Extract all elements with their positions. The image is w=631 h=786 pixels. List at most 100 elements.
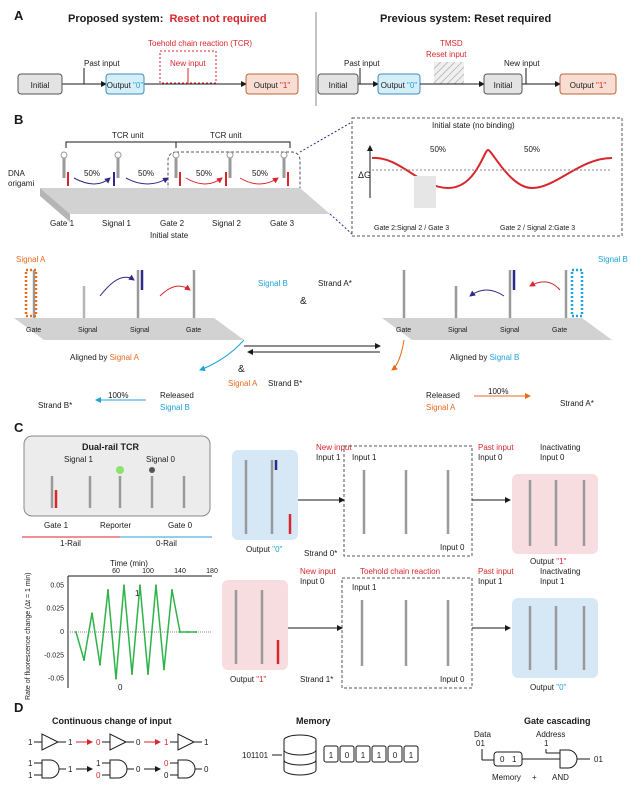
svg-text:Released: Released (160, 391, 194, 400)
svg-text:New input: New input (300, 567, 336, 576)
initial-label: Initial (31, 81, 50, 90)
memory-cell (371, 745, 387, 763)
memory-cell (339, 745, 355, 763)
svg-text:0: 0 (500, 755, 505, 764)
signal-b-label: Signal B (258, 279, 288, 288)
output0-label: Output "0" (107, 81, 144, 90)
energy-box (351, 117, 623, 237)
gs-right-label: Gate 2 / Signal 2:Gate 3 (500, 225, 575, 232)
gs-left-label: Gate 2:Signal 2 / Gate 3 (374, 225, 449, 232)
svg-text:50%: 50% (524, 145, 540, 154)
svg-text:Signal A: Signal A (228, 379, 258, 388)
past-input-label: Past input (84, 59, 120, 68)
y-tick-label-3: -0.025 (44, 652, 64, 659)
chart-annotation-0: 0 (118, 683, 123, 692)
pct-50-4: 50% (252, 169, 268, 178)
x-tick-label-2: 140 (174, 568, 186, 575)
memory-bit-label: 1 (329, 751, 334, 760)
pct-50-1: 50% (84, 169, 100, 178)
memory-bit-label: 1 (409, 751, 414, 760)
chart-point-12 (171, 589, 173, 591)
chart-point-15 (195, 631, 197, 633)
chart-point-7 (131, 673, 133, 675)
svg-text:Inactivating: Inactivating (540, 443, 580, 452)
hairpin-gate3 (280, 151, 289, 186)
svg-text:Input 0: Input 0 (440, 675, 465, 684)
panel-a: A Proposed system: Reset not required To… (14, 8, 617, 106)
chart-xlabel: Time (min) (110, 559, 148, 568)
svg-text:1: 1 (544, 739, 549, 748)
memory-bit-label: 0 (393, 751, 398, 760)
memory-bit-label: 0 (345, 751, 350, 760)
svg-text:0: 0 (96, 738, 101, 747)
left-title: Proposed system: Reset not required (68, 13, 267, 25)
svg-text:Released: Released (426, 391, 460, 400)
svg-text:Inactivating: Inactivating (540, 567, 580, 576)
initial-box (17, 73, 63, 95)
gate-label-4: Signal 2 (212, 219, 241, 228)
panel-b: B TCR unit TCR unit DNA origami 50% 50% … (8, 112, 628, 412)
svg-text:0: 0 (96, 771, 101, 780)
new-input-label-2: New input (504, 59, 540, 68)
x-tick-label-3: 180 (206, 568, 218, 575)
y-tick-label-1: 0.025 (46, 606, 64, 613)
chart-point-11 (163, 668, 165, 671)
svg-text:1: 1 (96, 759, 101, 768)
strand-b-star-released: Strand B* (38, 401, 72, 410)
chart-point-0 (75, 631, 77, 633)
dna-origami-label: DNA (8, 169, 26, 178)
svg-text:Signal: Signal (500, 327, 520, 334)
delta-g-label: ΔG (358, 170, 371, 180)
svg-text:Continuous change of input: Continuous change of input (52, 716, 171, 726)
svg-text:Output "1": Output "1" (570, 81, 607, 90)
tmsd-label: TMSD (440, 39, 463, 48)
svg-text:01: 01 (476, 739, 485, 748)
svg-text:Signal A: Signal A (426, 403, 456, 412)
chart-series-line (75, 585, 196, 679)
dual-rail-title: Dual-rail TCR (82, 442, 140, 452)
panel-letter-d: D (14, 700, 23, 715)
past-input-label-2: Past input (344, 59, 380, 68)
svg-text:Strand 0*: Strand 0* (304, 549, 337, 558)
svg-text:New input: New input (316, 443, 352, 452)
initial-state-label: Initial state (150, 231, 189, 240)
svg-text:+: + (532, 773, 537, 782)
svg-text:Gate: Gate (26, 327, 41, 334)
svg-text:Signal: Signal (448, 327, 468, 334)
svg-text:01: 01 (594, 755, 603, 764)
svg-text:Gate: Gate (396, 327, 411, 334)
svg-text:Signal 0: Signal 0 (146, 455, 175, 464)
chart-point-5 (115, 677, 117, 680)
panel-c: C Dual-rail TCR Signal 1 Signal 0 Gate 1… (14, 420, 598, 700)
signal-b-label-2: Signal B (598, 255, 628, 264)
svg-text:0: 0 (164, 759, 169, 768)
gate-label-1: Gate 1 (50, 219, 75, 228)
svg-text:1: 1 (28, 738, 33, 747)
memory-input: 101101 (242, 751, 269, 760)
svg-text:Input 1: Input 1 (316, 453, 341, 462)
x-tick-label-0: 60 (112, 568, 120, 575)
c-output1: Output "1" (530, 557, 567, 566)
tcr-unit-1: TCR unit (112, 131, 144, 140)
svg-text:0-Rail: 0-Rail (156, 539, 177, 548)
chart-annotation-1: 1 (135, 589, 140, 598)
svg-text:Past input: Past input (478, 567, 514, 576)
svg-text:Memory: Memory (492, 773, 521, 782)
svg-text:100%: 100% (108, 391, 128, 400)
strand-b-star-label: Strand B* (268, 379, 302, 388)
memory-cell (403, 745, 419, 763)
tcr-label: Toehold chain reaction (TCR) (148, 39, 252, 48)
svg-text:Output "1": Output "1" (230, 675, 267, 684)
svg-text:Past input: Past input (478, 443, 514, 452)
gate-label-5: Gate 3 (270, 219, 295, 228)
svg-text:100%: 100% (488, 387, 508, 396)
chart-point-14 (187, 631, 189, 633)
panel-d: D Continuous change of input Memory Gate… (14, 700, 603, 782)
svg-text:Input 1: Input 1 (540, 577, 565, 586)
hairpin-gate2 (172, 151, 181, 186)
strand-a-star-label: Strand A* (318, 279, 352, 288)
chart-point-3 (99, 663, 101, 666)
gate-label-3: Gate 2 (160, 219, 185, 228)
